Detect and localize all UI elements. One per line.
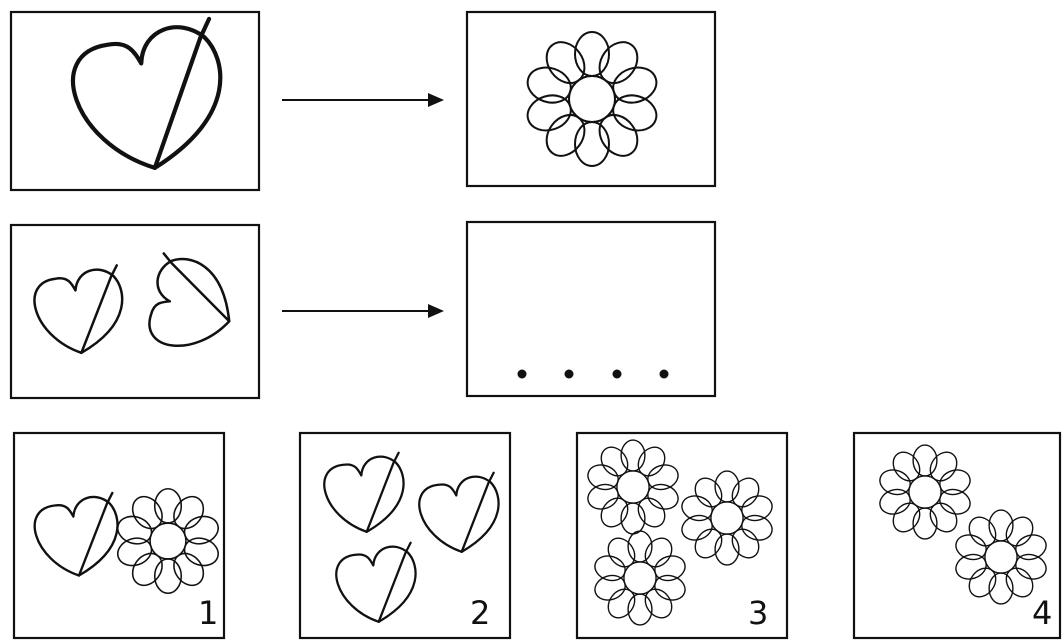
option-3-card[interactable]: 3 [577,433,787,638]
option-1-number: 1 [198,594,218,632]
option-3-number: 3 [748,594,768,632]
dot-3 [613,370,622,379]
question-row [11,222,715,398]
option-4-number: 4 [1032,594,1052,632]
right-arrow-icon [282,93,444,107]
dot-2 [565,370,574,379]
options-row: 1 2 3 [14,433,1060,638]
option-4-card[interactable]: 4 [854,433,1060,638]
option-1-card[interactable]: 1 [14,433,224,638]
right-arrow-icon [282,304,444,318]
example-result-panel [467,12,715,186]
dot-4 [660,370,669,379]
option-2-number: 2 [470,594,490,632]
question-answer-panel [467,222,715,396]
option-1-panel[interactable] [14,433,224,638]
example-row [11,12,715,190]
example-source-panel [11,12,259,190]
question-source-panel [11,225,259,398]
option-2-card[interactable]: 2 [300,433,510,638]
dot-1 [518,370,527,379]
